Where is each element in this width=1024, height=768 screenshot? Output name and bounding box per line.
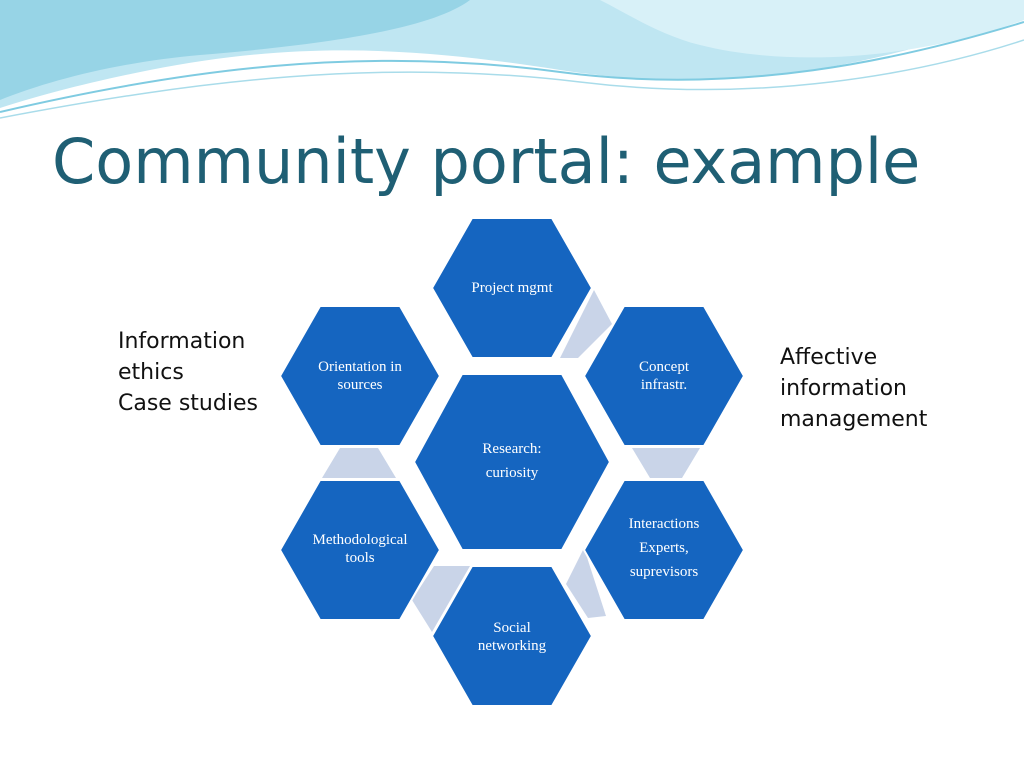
label-line: Research: [482,441,542,457]
hexagon-methodological-tools [278,479,442,621]
label-methodological-tools: Methodological tools [285,531,435,567]
label-line: curiosity [485,465,539,481]
connector-methodological-orientation [322,448,396,478]
right-note-line: information [780,376,907,401]
connector-concept-interactions [632,448,700,478]
label-line: Project mgmt [471,280,553,296]
hexagon-concept-infrastr [582,305,746,447]
label-line: networking [477,638,547,654]
label-line: sources [337,377,383,393]
label-social-networking: Social networking [437,619,587,655]
right-note-line: Affective [780,345,878,370]
label-line: Experts, [639,540,689,556]
label-line: Interactions [628,516,700,532]
hexagon-orientation-in-sources [278,305,442,447]
right-notes: Affective information management [780,342,927,435]
label-line: Concept [639,359,689,375]
left-note-line: Information [118,329,246,354]
hexagon-social-networking [430,565,594,707]
left-note-line: Case studies [118,391,258,416]
connector-interactions-social [566,548,606,618]
label-line: tools [345,550,375,566]
label-line: Social [493,620,531,636]
label-concept-infrastr: Concept infrastr. [589,358,739,394]
header-wave-decoration [0,0,1024,119]
connector-social-methodological [412,566,470,632]
label-line: Methodological [312,532,408,548]
connector-project-concept [560,290,612,358]
label-line: Orientation in [318,359,402,375]
hexagon-center-research [412,373,612,551]
left-notes: Information ethics Case studies [118,326,258,419]
left-note-line: ethics [118,360,184,385]
label-project-mgmt: Project mgmt [437,279,587,297]
hexagon-project-mgmt [430,217,594,359]
right-note-line: management [780,407,928,432]
label-orientation-in-sources: Orientation in sources [285,358,435,394]
slide-title: Community portal: example [52,125,921,198]
hexagon-interactions [582,479,746,621]
label-center-research: Research: curiosity [437,437,587,485]
label-line: infrastr. [640,377,688,393]
label-line: suprevisors [629,564,699,580]
label-interactions: Interactions Experts, suprevisors [589,512,739,584]
